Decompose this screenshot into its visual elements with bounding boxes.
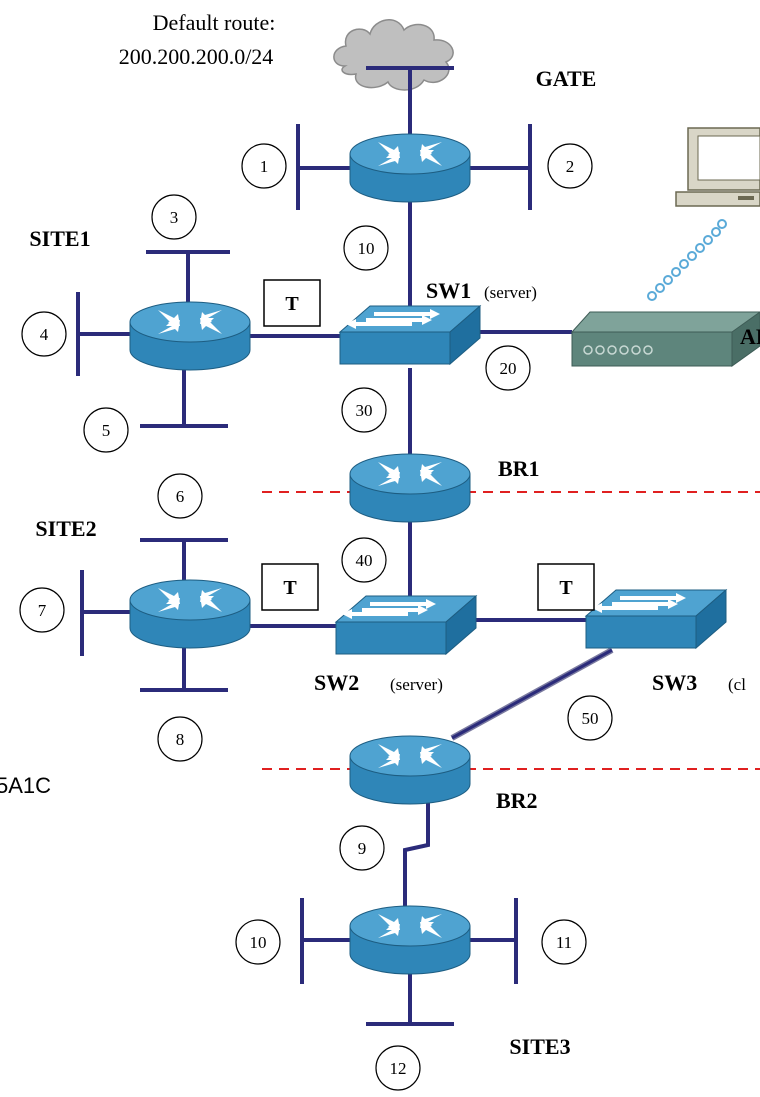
circle-label: 8 bbox=[176, 730, 185, 749]
circle-label: 3 bbox=[170, 208, 179, 227]
sw2-role: (server) bbox=[390, 675, 443, 694]
default-route-network: 200.200.200.0/24 bbox=[119, 44, 274, 69]
side-text: 5A1C bbox=[0, 773, 51, 798]
circle-label: 11 bbox=[556, 933, 572, 952]
circle-label: 5 bbox=[102, 421, 111, 440]
sw3-label: SW3 bbox=[652, 670, 697, 695]
vlan-label: 50 bbox=[582, 709, 599, 728]
trunk-site1-sw1: T bbox=[263, 279, 321, 327]
wireless-link-icon bbox=[647, 219, 727, 301]
vlan-circle-50 bbox=[567, 695, 613, 741]
router-site3 bbox=[349, 905, 471, 975]
router-site2 bbox=[129, 579, 251, 649]
router-br1 bbox=[349, 453, 471, 523]
circle-7 bbox=[19, 587, 65, 633]
vlan-circle-20 bbox=[485, 345, 531, 391]
vlan-circle-10 bbox=[343, 225, 389, 271]
circle-5 bbox=[83, 407, 129, 453]
vlan-label: 20 bbox=[500, 359, 517, 378]
switch-sw2 bbox=[335, 593, 477, 655]
circle-12 bbox=[375, 1045, 421, 1091]
sw1-label: SW1 bbox=[426, 278, 471, 303]
circle-11 bbox=[541, 919, 587, 965]
circle-label: 2 bbox=[566, 157, 575, 176]
site1-label: SITE1 bbox=[29, 226, 90, 251]
trunk-site2-sw2: T bbox=[261, 563, 319, 611]
vlan-circle-30 bbox=[341, 387, 387, 433]
circle-4 bbox=[21, 311, 67, 357]
sw2-label: SW2 bbox=[314, 670, 359, 695]
circle-8 bbox=[157, 716, 203, 762]
trunk-label: T bbox=[285, 293, 299, 315]
circle-9 bbox=[339, 825, 385, 871]
access-point-icon bbox=[570, 311, 760, 367]
sw1-role: (server) bbox=[484, 283, 537, 302]
gate-label: GATE bbox=[536, 66, 597, 91]
computer-icon bbox=[675, 127, 760, 207]
br1-label: BR1 bbox=[498, 456, 540, 481]
router-br2 bbox=[349, 735, 471, 805]
vlan-label: 10 bbox=[358, 239, 375, 258]
circle-10 bbox=[235, 919, 281, 965]
trunk-label: T bbox=[559, 577, 573, 599]
circle-label: 9 bbox=[358, 839, 367, 858]
router-site1 bbox=[129, 301, 251, 371]
cloud-icon bbox=[333, 19, 454, 91]
circle-label: 12 bbox=[390, 1059, 407, 1078]
circle-label: 1 bbox=[260, 157, 269, 176]
default-route-label: Default route: bbox=[153, 10, 276, 35]
circle-label: 10 bbox=[250, 933, 267, 952]
circle-label: 6 bbox=[176, 487, 185, 506]
router-gate bbox=[349, 133, 471, 203]
switch-sw3 bbox=[585, 587, 727, 649]
circle-6 bbox=[157, 473, 203, 519]
link-br2-site3 bbox=[403, 790, 430, 935]
switch-sw1 bbox=[339, 303, 481, 365]
trunk-label: T bbox=[283, 577, 297, 599]
circle-labels bbox=[19, 143, 613, 1091]
site3-label: SITE3 bbox=[509, 1034, 570, 1059]
br2-label: BR2 bbox=[496, 788, 538, 813]
trunk-sw2-sw3: T bbox=[537, 563, 595, 611]
vlan-circle-40 bbox=[341, 537, 387, 583]
vlan-label: 30 bbox=[356, 401, 373, 420]
circle-label: 7 bbox=[38, 601, 47, 620]
ap-label: AP bbox=[740, 324, 760, 349]
vlan-label: 40 bbox=[356, 551, 373, 570]
circle-1 bbox=[241, 143, 287, 189]
circle-2 bbox=[547, 143, 593, 189]
site2-label: SITE2 bbox=[35, 516, 96, 541]
circle-3 bbox=[151, 194, 197, 240]
circle-label: 4 bbox=[40, 325, 49, 344]
sw3-role: (cl bbox=[728, 675, 746, 694]
